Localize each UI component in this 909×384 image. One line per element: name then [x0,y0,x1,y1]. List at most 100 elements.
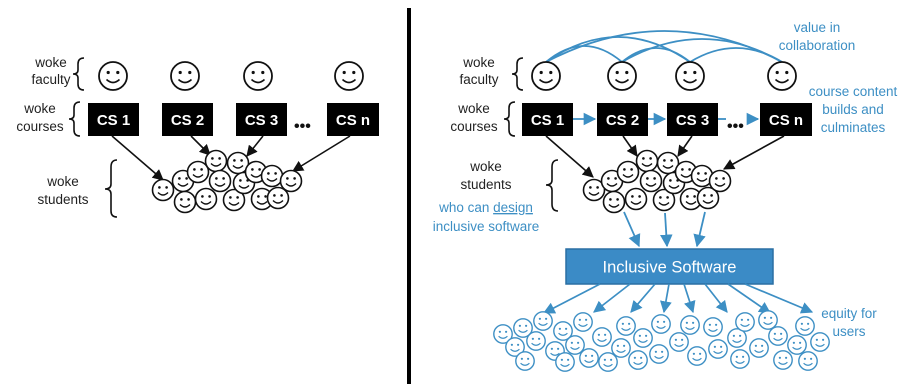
user-face [798,351,818,371]
inclusive-software-box: Inclusive Software [565,248,774,285]
equity-label-2: users [832,324,865,339]
left-faculty-label-1: woke [34,55,67,70]
to-software-arrow-1 [623,211,641,248]
left-arrow-cs1 [111,135,164,181]
right-arrow-cs2 [622,135,638,157]
to-users-arrow [744,283,814,314]
to-users-arrow [683,283,696,314]
user-face [533,311,553,331]
right-faculty-face-3 [675,61,705,91]
left-course-cs3-label: CS 3 [245,112,278,129]
right-student-face [624,187,648,211]
right-courses-label-2: courses [450,119,498,134]
left-student-face [260,164,284,188]
inclusive-software-label: Inclusive Software [603,259,737,277]
user-face [515,351,535,371]
left-course-cs3: CS 3 [236,103,287,136]
right-student-crowd [582,149,732,214]
user-face [708,339,728,359]
left-arrow-cs2 [190,135,211,156]
left-arrow-csn [292,135,351,172]
to-users-arrow [593,283,631,313]
user-face [616,316,636,336]
left-faculty-face-2 [170,61,200,91]
collaboration-arcs [545,30,783,63]
left-student-face [204,149,228,173]
right-arrow-cs1 [545,135,594,178]
right-course-cs1: CS 1 [522,103,573,136]
user-face [565,335,585,355]
user-face [633,328,653,348]
left-students-label-2: students [37,192,88,207]
user-face [749,338,769,358]
to-software-arrow-3 [693,211,706,248]
left-students-brace [104,159,118,218]
left-faculty-face-4 [334,61,364,91]
user-face [810,332,830,352]
right-course-csn: CS n [760,103,812,136]
right-arrow-cs3 [677,135,693,157]
user-face [611,338,631,358]
right-faculty-label-1: woke [462,55,495,70]
right-arrow-csn [723,135,785,170]
right-student-face [616,160,640,184]
left-course-cs1-label: CS 1 [97,112,130,129]
content-label-1: course content [809,84,898,99]
user-face [598,352,618,372]
right-student-face [708,169,732,193]
to-users-arrow [542,283,601,314]
user-face [669,332,689,352]
left-course-csn-label: CS n [336,112,370,129]
user-face [787,335,807,355]
left-courses-label-1: woke [23,101,56,116]
collab-label-2: collaboration [779,38,856,53]
right-students-sub-1: who can design [438,200,533,215]
user-face [573,312,593,332]
collab-arc [689,47,783,63]
left-student-face [151,178,175,202]
right-course-cs2-label: CS 2 [606,112,639,129]
collab-arc [621,47,691,63]
collab-label-1: value in [794,20,841,35]
right-students-sub-prefix: who can [438,200,493,215]
left-courses-brace [68,101,81,137]
user-face [555,352,575,372]
left-student-face [194,187,218,211]
right-students-sub-2: inclusive software [433,219,540,234]
user-face [795,316,815,336]
user-face [628,350,648,370]
left-student-face [173,190,197,214]
right-panel: value in collaboration woke faculty woke… [433,20,898,372]
right-students-label-2: students [460,177,511,192]
to-users-arrow [704,283,728,313]
right-faculty-face-4 [767,61,797,91]
left-course-csn: CS n [327,103,379,136]
left-students-label-1: woke [46,174,79,189]
left-faculty-face-3 [243,61,273,91]
right-courses-brace [503,101,516,137]
right-students-brace [545,159,559,212]
content-label-3: culminates [821,120,886,135]
user-face [735,312,755,332]
user-face [703,317,723,337]
right-students-label-1: woke [469,159,502,174]
to-users-arrow [630,283,656,313]
left-student-face [279,169,303,193]
left-courses-label-2: courses [16,119,64,134]
right-course-cs3: CS 3 [667,103,718,136]
right-course-csn-label: CS n [769,112,803,129]
user-face [579,348,599,368]
design-link[interactable]: design [493,200,533,215]
right-faculty-face-2 [607,61,637,91]
user-crowd [493,310,830,372]
user-face [773,350,793,370]
right-faculty-brace [511,57,524,91]
right-course-cs2: CS 2 [597,103,648,136]
user-face [592,327,612,347]
right-course-cs1-label: CS 1 [531,112,564,129]
right-faculty-label-2: faculty [459,72,498,87]
right-course-ellipsis: ••• [727,118,744,135]
left-arrow-cs3 [246,135,264,157]
equity-label-1: equity for [821,306,877,321]
